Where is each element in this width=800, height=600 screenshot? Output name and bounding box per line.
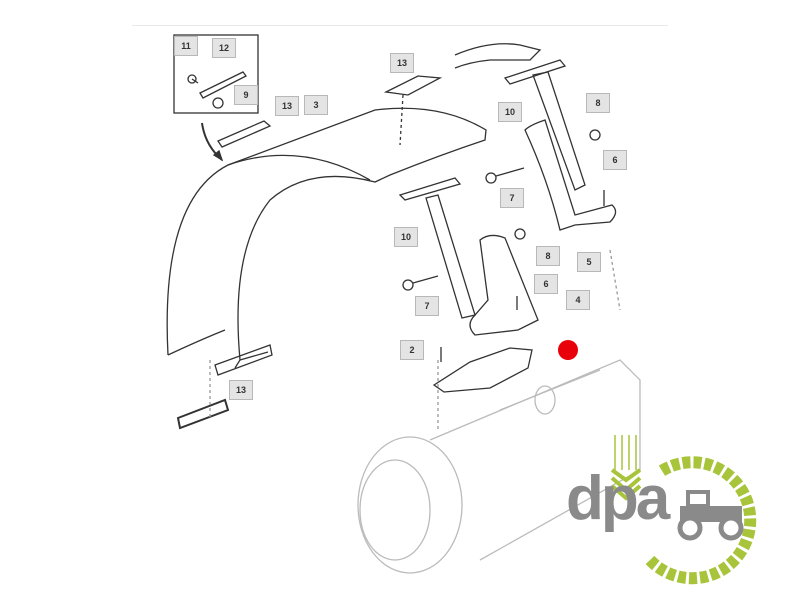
callout-9: 9 xyxy=(234,85,258,105)
header-divider xyxy=(132,25,668,26)
callout-7-lower: 7 xyxy=(415,296,439,316)
callout-10-right: 10 xyxy=(498,102,522,122)
logo-text: dpa xyxy=(566,464,670,533)
bracket-13-bottom xyxy=(176,398,230,430)
bracket-13-top xyxy=(383,75,443,96)
callout-5: 5 xyxy=(577,252,601,272)
highlight-marker[interactable] xyxy=(558,340,578,360)
callout-12: 12 xyxy=(212,38,236,58)
fender xyxy=(166,107,487,376)
axle-housing xyxy=(357,359,641,574)
bolts xyxy=(402,129,605,362)
stay-right xyxy=(454,43,617,231)
stay-left xyxy=(398,177,539,336)
callout-7-upper: 7 xyxy=(500,188,524,208)
callout-13-top: 13 xyxy=(390,53,414,73)
axle-bracket xyxy=(432,347,533,393)
callout-3: 3 xyxy=(304,95,328,115)
dpa-logo xyxy=(610,435,757,585)
callout-13-left: 13 xyxy=(275,96,299,116)
callout-11: 11 xyxy=(174,36,198,56)
callout-6-left: 6 xyxy=(534,274,558,294)
callout-10-left: 10 xyxy=(394,227,418,247)
inset-parts xyxy=(187,71,247,109)
inset-box xyxy=(173,34,259,114)
callout-2: 2 xyxy=(400,340,424,360)
callout-8-left: 8 xyxy=(536,246,560,266)
callout-8-right: 8 xyxy=(586,93,610,113)
callout-6-right: 6 xyxy=(603,150,627,170)
callout-13-bottom: 13 xyxy=(229,380,253,400)
leader-lines xyxy=(209,249,621,430)
callout-4: 4 xyxy=(566,290,590,310)
bracket-13-left xyxy=(217,120,272,148)
